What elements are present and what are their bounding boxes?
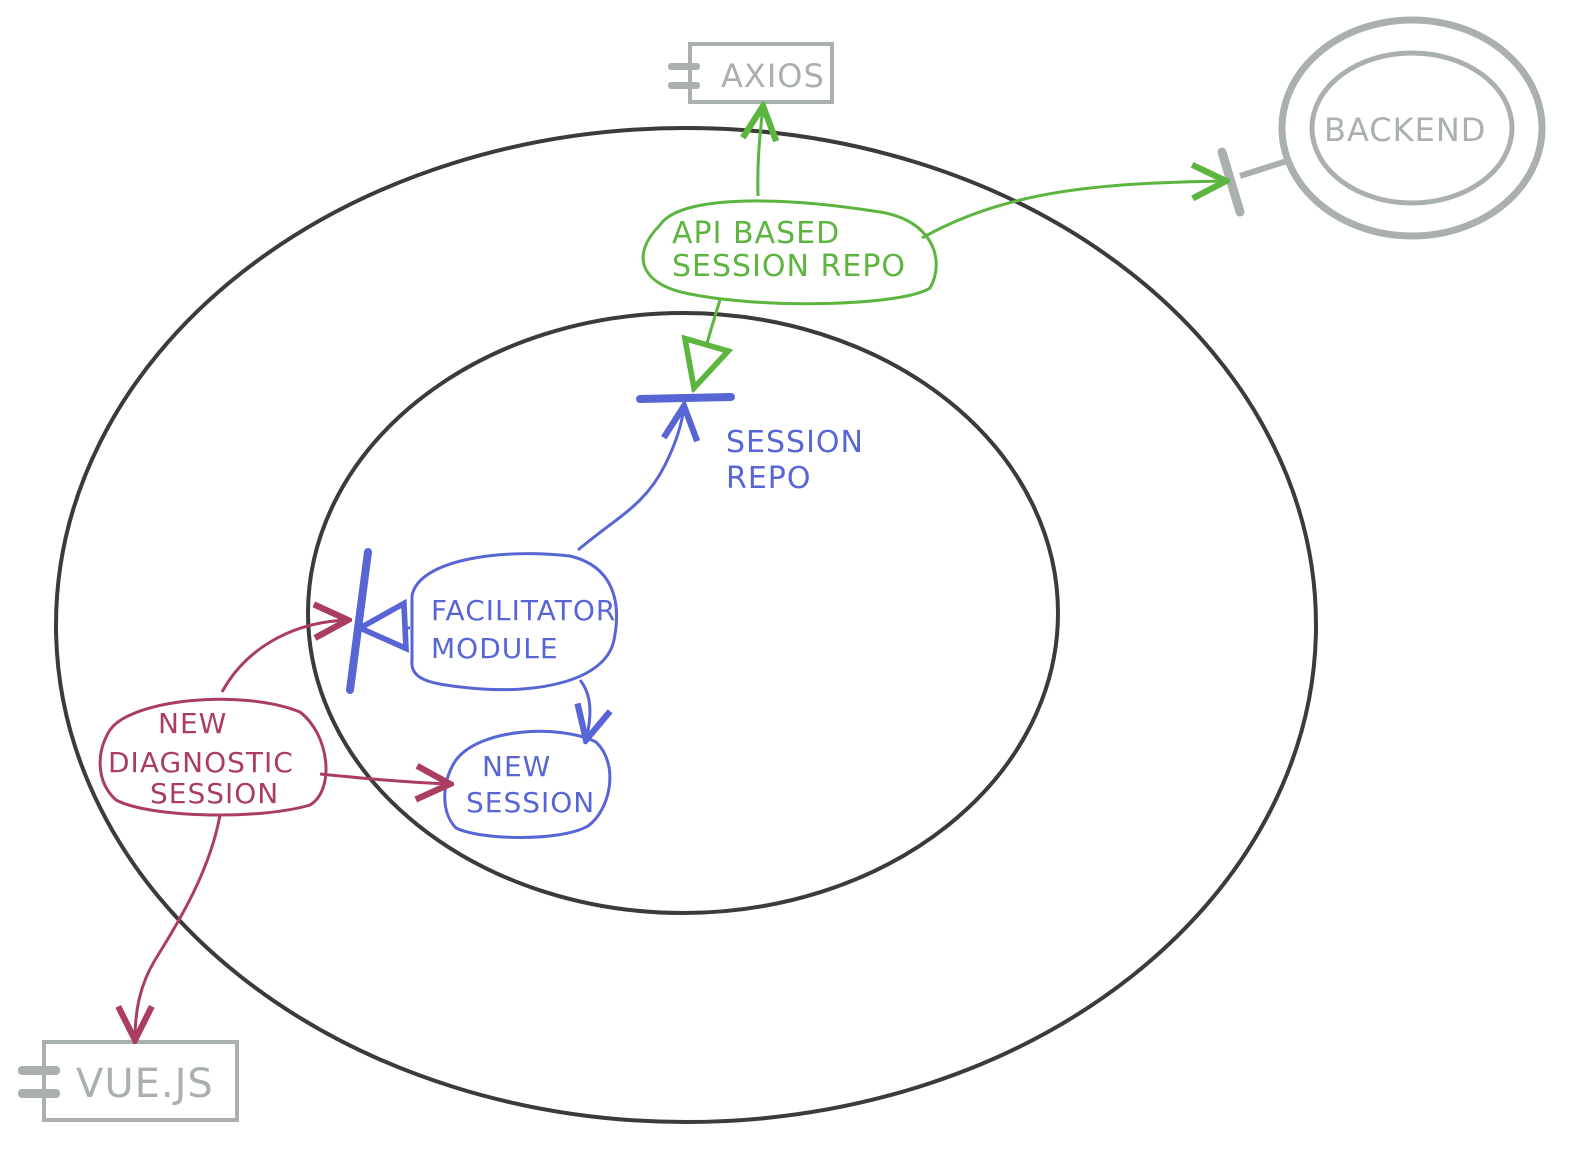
arrow-diagnostic-to-vuejs	[135, 814, 222, 1040]
backend-label: BACKEND	[1324, 111, 1486, 149]
inner-layer-ring	[306, 311, 1060, 915]
new-diagnostic-session-label-line2: DIAGNOSTIC	[108, 746, 294, 779]
api-based-session-repo-node: API BASED SESSION REPO	[641, 199, 938, 306]
facilitator-interface-bar	[346, 548, 372, 694]
facilitator-module-label-line1: FACILITATOR	[431, 594, 616, 627]
new-diagnostic-session-node: NEW DIAGNOSTIC SESSION	[98, 697, 328, 817]
session-repo-label-line2: REPO	[726, 461, 812, 496]
arrow-api-repo-to-backend	[921, 181, 1226, 240]
vuejs-label: VUE.JS	[76, 1061, 214, 1107]
facilitator-module-node: FACILITATOR MODULE	[410, 552, 618, 692]
arrow-diagnostic-to-facilitator-interface	[220, 620, 348, 693]
arrow-facilitator-to-session-repo	[577, 406, 684, 552]
new-session-label-line1: NEW	[482, 750, 551, 783]
backend-interface	[1217, 147, 1291, 217]
backend-system: BACKEND	[1278, 16, 1546, 240]
axios-component-tab-top	[668, 63, 700, 70]
session-repo-label-line1: SESSION	[726, 425, 864, 460]
arrow-api-repo-implements-session-repo	[694, 299, 720, 388]
new-session-node: NEW SESSION	[443, 729, 612, 839]
arrow-api-repo-to-axios	[758, 106, 763, 197]
vuejs-component-tab-bottom	[18, 1089, 60, 1098]
vuejs-component: VUE.JS	[18, 1040, 239, 1122]
session-repo-interface-bar	[636, 393, 735, 403]
axios-label: AXIOS	[721, 57, 825, 95]
facilitator-module-label-line2: MODULE	[431, 632, 559, 665]
axios-component-tab-bottom	[668, 82, 700, 89]
arrow-diagnostic-to-new-session	[319, 774, 450, 784]
arrow-facilitator-implements-interface	[360, 627, 411, 628]
outer-layer-ring	[54, 126, 1318, 1124]
new-diagnostic-session-label-line3: SESSION	[150, 777, 279, 810]
axios-component: AXIOS	[668, 42, 834, 104]
vuejs-component-tab-top	[18, 1066, 60, 1075]
arrow-facilitator-to-new-session	[580, 679, 590, 740]
api-based-session-repo-label-line1: API BASED	[672, 216, 840, 251]
new-session-label-line2: SESSION	[466, 786, 595, 819]
new-diagnostic-session-label-line1: NEW	[158, 707, 227, 740]
api-based-session-repo-label-line2: SESSION REPO	[672, 249, 906, 284]
